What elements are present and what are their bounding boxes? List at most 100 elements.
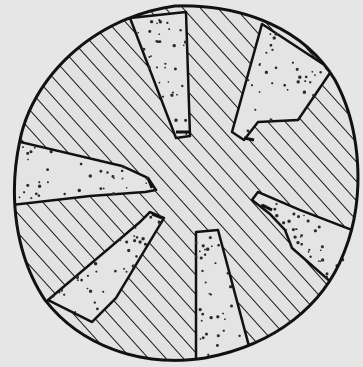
speckle [111,175,114,178]
speckle [95,271,97,273]
speckle [47,181,49,183]
speckle [145,177,148,180]
speckle [273,208,276,211]
speckle [87,288,89,290]
speckle [195,241,198,244]
speckle [162,96,164,98]
speckle [184,41,187,44]
speckle [132,264,135,267]
speckle [23,191,25,193]
speckle [136,236,139,239]
speckle [125,271,127,273]
speckle [303,215,305,217]
speckle [320,249,322,251]
speckle [309,256,311,258]
speckle [251,84,253,86]
speckle [326,272,329,275]
speckle [148,30,151,33]
speckle [148,56,150,58]
speckle [259,64,261,66]
speckle [52,295,54,297]
speckle [38,194,41,197]
speckle [230,305,233,308]
speckle [295,228,297,230]
speckle [126,187,128,189]
speckle [127,249,130,252]
speckle [174,67,177,70]
speckle [158,33,160,35]
speckle [199,308,202,311]
speckle [38,185,41,188]
speckle [87,275,89,277]
speckle [158,19,160,21]
speckle [176,94,178,96]
speckle [43,147,45,149]
speckle [22,146,24,148]
speckle [164,63,166,65]
speckle [224,318,226,320]
speckle [77,279,79,281]
speckle [156,66,158,68]
speckle [269,33,271,35]
speckle [321,258,324,261]
speckle [63,193,66,196]
speckle [202,336,205,339]
speckle [58,291,60,293]
speckle [214,262,216,264]
speckle [150,20,153,23]
speckle [121,170,124,173]
speckle [259,91,261,93]
speckle [297,215,300,218]
speckle [122,165,125,168]
speckle [164,67,166,69]
speckle [319,71,322,74]
speckle [261,204,263,206]
speckle [308,249,310,251]
speckle [80,279,83,282]
speckle [273,36,276,39]
speckle [156,23,158,25]
speckle [78,189,81,192]
speckle [206,248,209,251]
speckle [26,152,29,155]
speckle [229,285,232,288]
speckle [287,89,289,91]
speckle [209,316,212,319]
speckle [30,197,32,199]
speckle [199,250,201,252]
speckle [305,76,308,79]
speckle [74,311,76,313]
speckle [283,84,286,87]
speckle [201,313,204,316]
speckle [35,192,38,195]
speckle [185,133,187,135]
speckle [275,214,278,217]
speckle [205,333,208,336]
speckle [26,184,29,187]
speckle [216,344,219,347]
speckle [145,182,147,184]
speckle [298,76,301,79]
speckle [296,68,299,71]
speckle [223,330,225,332]
speckle [125,240,128,243]
speckle [99,170,102,173]
speckle [247,129,250,132]
speckle [325,276,328,279]
speckle [89,290,92,293]
speckle [217,244,220,247]
speckle [227,272,230,275]
speckle [184,119,187,122]
speckle [138,240,141,243]
speckle [174,119,177,122]
speckle [89,174,92,177]
speckle [34,147,36,149]
speckle [285,229,287,231]
speckle [170,94,173,97]
speckle [63,294,65,296]
speckle [183,44,185,46]
speckle [209,236,212,239]
speckle [102,291,104,293]
speckle [27,159,29,161]
